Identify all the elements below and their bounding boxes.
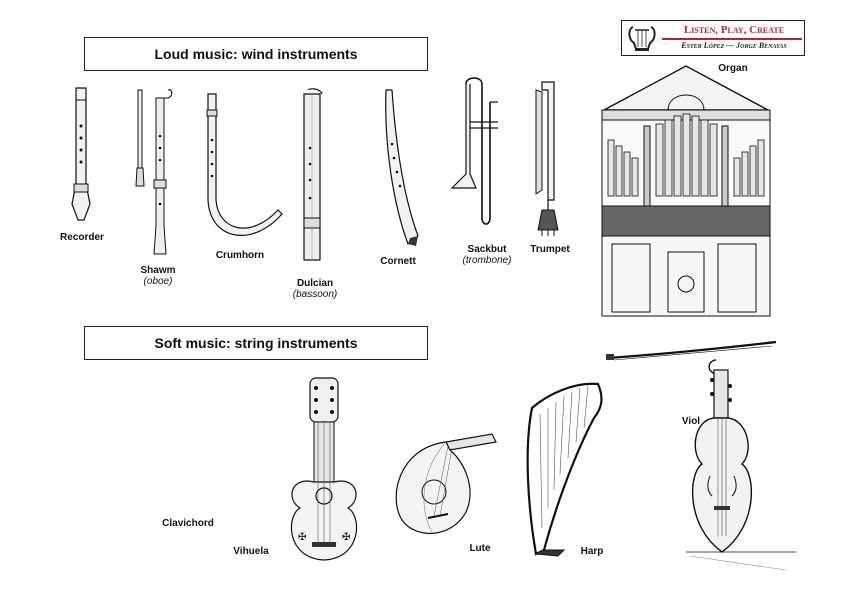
label-sackbut: Sackbut (trombone) [462,244,512,266]
viol-image [686,359,796,571]
label-lute: Lute [469,543,491,554]
label-vihuela: Vihuela [233,546,269,557]
label-viol: Viol [681,416,701,427]
logo-divider [662,38,802,40]
harp-image [526,382,603,557]
label-cornett: Cornett [380,256,416,267]
lyre-icon [628,26,656,51]
logo-badge: Listen, Play, Create Ester López — Jorge… [621,20,805,56]
sackbut-image [450,77,498,225]
viol-bow-image [606,340,777,361]
logo-title: Listen, Play, Create [683,24,785,36]
organ-image [601,65,771,317]
cornett-image [385,89,419,246]
label-recorder: Recorder [60,232,104,243]
svg-text:✠: ✠ [298,532,306,543]
label-harp: Harp [580,546,604,557]
crumhorn-image [206,93,283,236]
svg-text:✠: ✠ [342,532,350,543]
recorder-image [71,87,91,221]
shawm-image [135,89,173,255]
label-organ: Organ [718,63,748,74]
label-crumhorn: Crumhorn [215,250,265,261]
label-trumpet: Trumpet [530,244,570,255]
string-section-title: Soft music: string instruments [84,326,428,360]
lute-image [395,433,497,534]
trumpet-image [535,81,559,236]
label-shawm: Shawm (oboe) [140,265,176,287]
label-clavichord: Clavichord [162,518,214,529]
logo-authors: Ester López — Jorge Benayas [681,41,787,50]
wind-section-title: Loud music: wind instruments [84,37,428,71]
dulcian-image [303,88,323,261]
label-dulcian: Dulcian (bassoon) [292,278,338,300]
vihuela-image: ✠✠ [290,377,358,561]
